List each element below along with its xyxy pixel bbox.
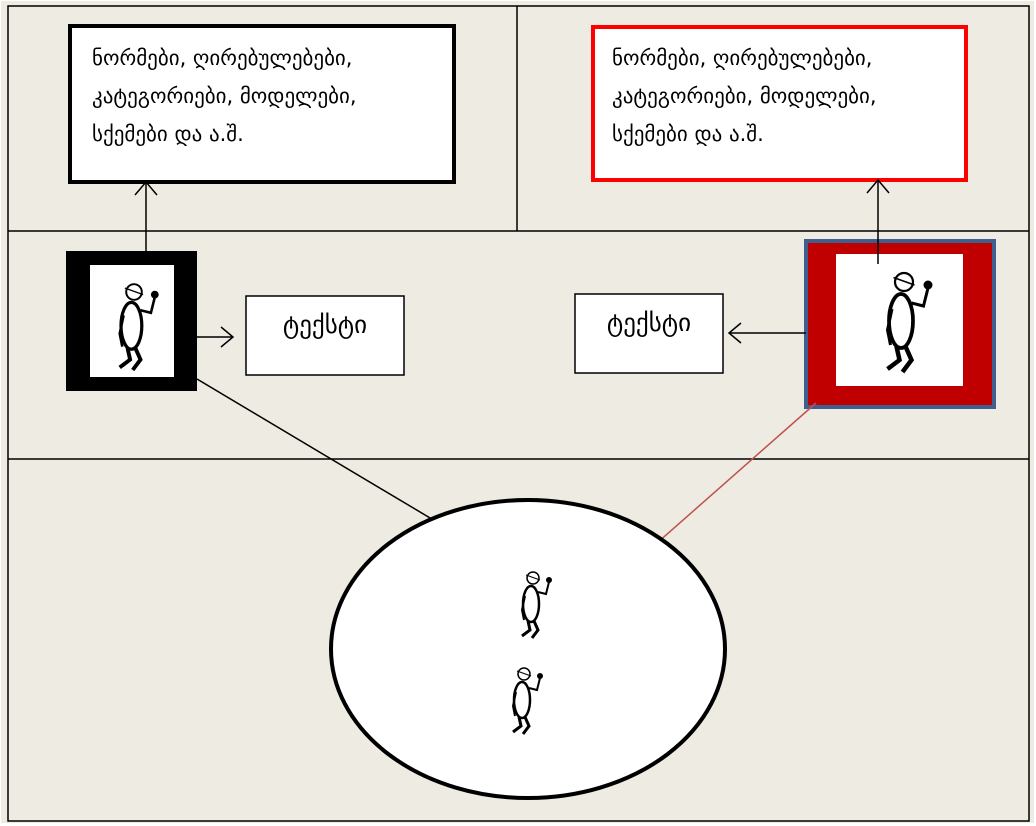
note-line: ნორმები, ღირებულებები, bbox=[612, 46, 873, 70]
note-line: სქემები და ა.შ. bbox=[92, 122, 244, 146]
shared-space-ellipse bbox=[329, 498, 727, 800]
note-line: ნორმები, ღირებულებები, bbox=[92, 46, 353, 70]
top-left-note-text: ნორმები, ღირებულებები, კატეგორიები, მოდე… bbox=[92, 39, 357, 153]
note-line: კატეგორიები, მოდელები, bbox=[612, 84, 877, 108]
arrowhead-right-up bbox=[866, 178, 890, 194]
left-text-box bbox=[245, 295, 405, 376]
note-line: კატეგორიები, მოდელები, bbox=[92, 84, 357, 108]
top-left-note-box bbox=[68, 24, 456, 184]
right-text-box bbox=[574, 293, 724, 374]
top-right-note-box bbox=[591, 25, 968, 182]
arrowhead-left-right bbox=[220, 326, 235, 348]
top-right-note-text: ნორმები, ღირებულებები, კატეგორიები, მოდე… bbox=[612, 39, 877, 153]
left-text-box-label: ტექსტი bbox=[282, 310, 368, 339]
arrowhead-right-left bbox=[727, 322, 742, 344]
right-text-box-label: ტექსტი bbox=[606, 308, 692, 337]
arrowhead-left-up bbox=[134, 180, 158, 196]
note-line: სქემები და ა.შ. bbox=[612, 122, 764, 146]
table-border bbox=[7, 5, 1030, 822]
arrow-left-down bbox=[196, 378, 468, 541]
